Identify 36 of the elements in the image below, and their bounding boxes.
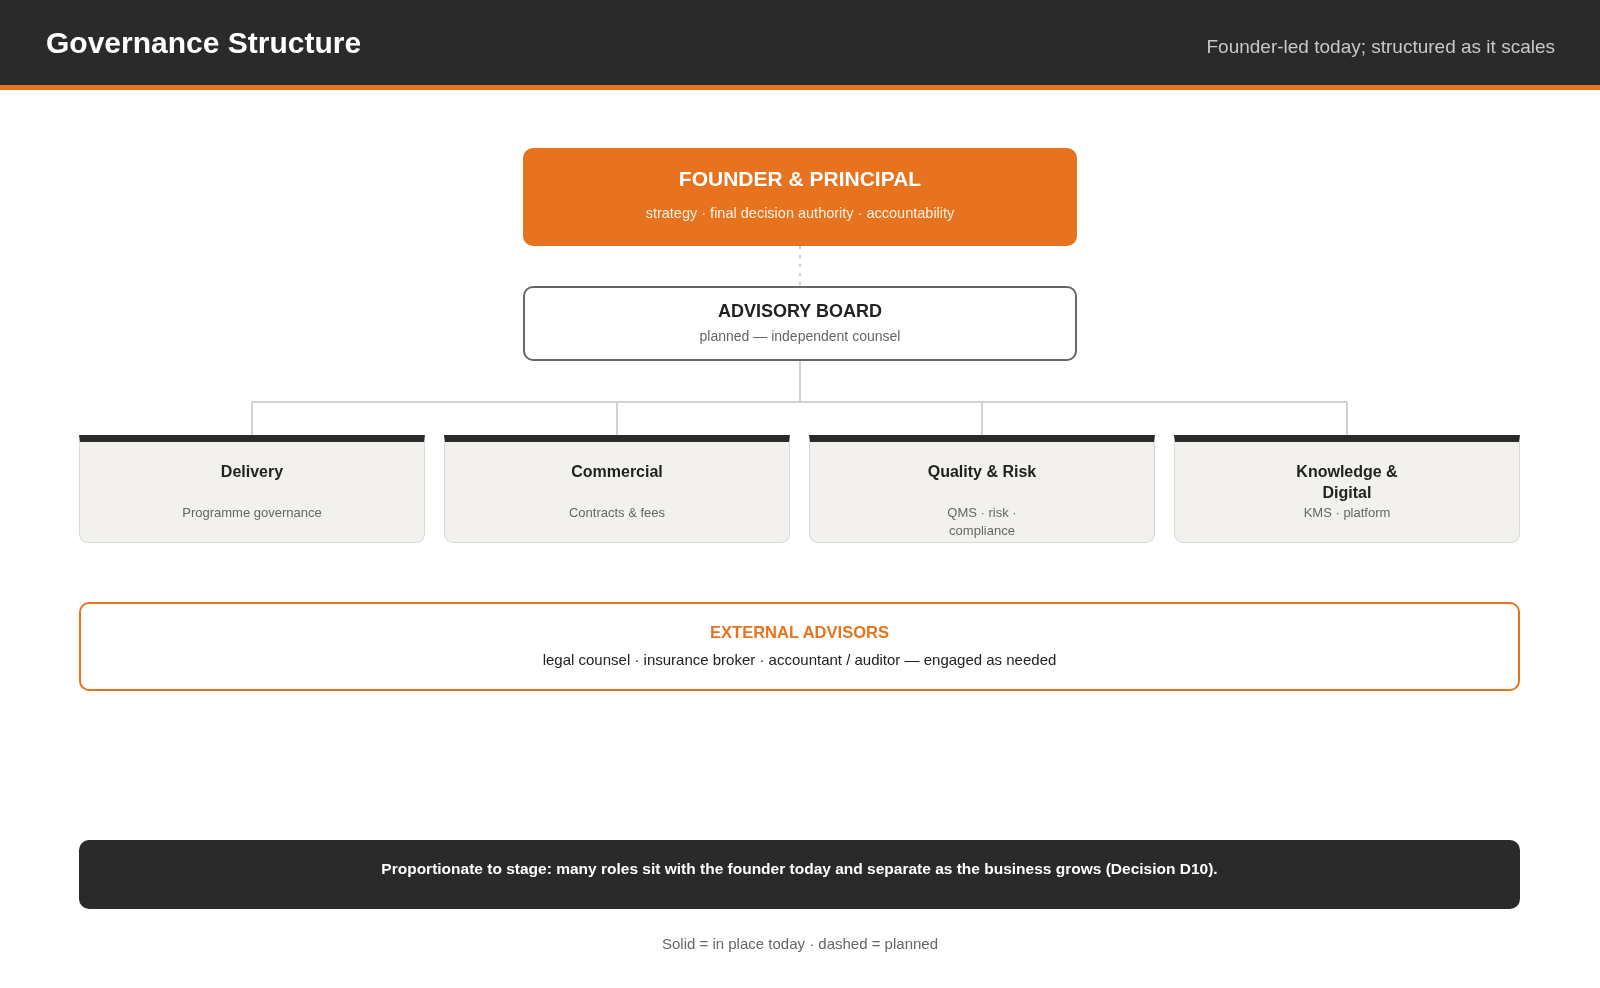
connector-line — [799, 401, 983, 403]
department-description: Programme governance — [182, 504, 322, 522]
role-title: FOUNDER & PRINCIPAL — [678, 166, 922, 192]
banner-text: Proportionate to stage: many roles sit with the founder today and separate as the business grows (Decision D10). — [381, 859, 1218, 879]
department-title: Commercial — [571, 462, 663, 482]
department-title: Knowledge & Digital — [1295, 462, 1399, 503]
connector-line — [799, 360, 801, 403]
department-description: Contracts & fees — [568, 504, 666, 522]
department-card — [1174, 435, 1520, 543]
connector-line — [981, 401, 1348, 403]
note-banner — [79, 840, 1520, 909]
board-description: planned — independent counsel — [699, 327, 901, 345]
panel-description: legal counsel · insurance broker · accountant / auditor — engaged as needed — [542, 650, 1057, 670]
advisors-panel — [79, 602, 1520, 691]
department-description: KMS · platform — [1303, 504, 1391, 522]
connector-line — [1346, 401, 1348, 436]
page-subtitle: Founder-led today; structured as it scales — [1206, 35, 1555, 59]
connector-line — [251, 401, 253, 436]
department-title: Delivery — [220, 462, 284, 482]
department-card — [444, 435, 790, 543]
board-title: ADVISORY BOARD — [718, 300, 882, 323]
department-title: Quality & Risk — [927, 462, 1037, 482]
department-description: QMS · risk · compliance — [946, 504, 1018, 540]
legend-note: Solid = in place today · dashed = planned — [661, 934, 938, 953]
connector-line — [251, 401, 618, 403]
panel-title: EXTERNAL ADVISORS — [710, 622, 889, 642]
department-card — [79, 435, 425, 543]
connector-line — [616, 401, 618, 436]
connector-line — [616, 401, 801, 403]
page-title: Governance Structure — [46, 25, 362, 61]
role-box — [523, 148, 1077, 246]
dashed-connector — [799, 245, 801, 287]
connector-line — [981, 401, 983, 436]
role-description: strategy · final decision authority · accountability — [645, 204, 955, 222]
department-card — [809, 435, 1155, 543]
board-box — [523, 286, 1077, 361]
